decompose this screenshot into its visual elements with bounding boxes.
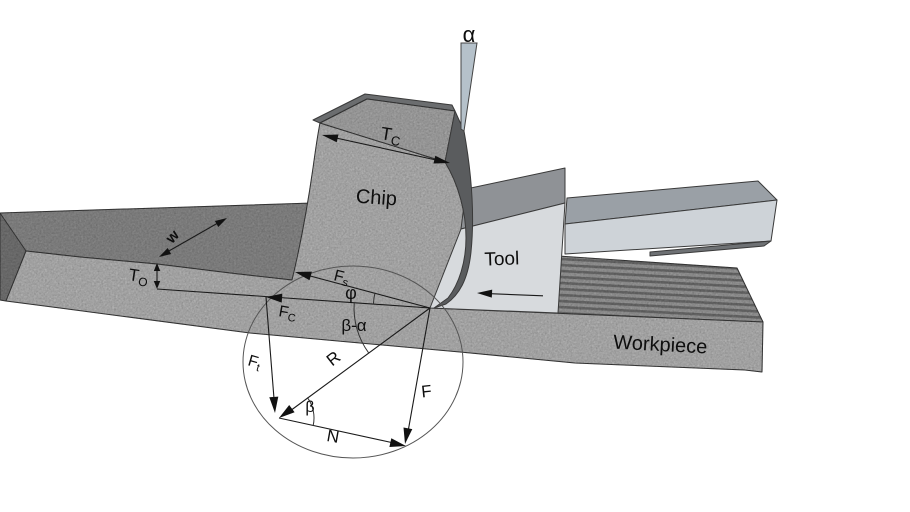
w-arrowhead-lower (159, 248, 172, 257)
n-arrowhead (389, 438, 406, 447)
r-vector-shaft (289, 307, 431, 412)
depth-reference-line (156, 288, 431, 309)
tool-rake-face (429, 202, 566, 314)
tc-arrowhead-left (322, 134, 339, 143)
tc-arrowhead-right (433, 155, 450, 164)
tool-motion-arrowhead (477, 289, 493, 298)
merchant-force-circle (242, 265, 464, 459)
rake-angle-wedge (460, 42, 478, 132)
to-arrowhead-up (153, 263, 161, 271)
r-force-label: R (323, 347, 344, 370)
r-arrowhead (279, 405, 295, 418)
beta-angle-arc (306, 397, 315, 426)
workpiece-label: Workpiece (613, 332, 708, 359)
f-vector-shaft (407, 307, 431, 430)
to-dimension-label: TO (127, 265, 150, 290)
chip-side-face (433, 110, 474, 309)
chip-label: Chip (355, 186, 398, 211)
phi-angle-arc (372, 293, 376, 305)
n-force-label: N (325, 426, 340, 447)
fc-force-label: FC (277, 303, 298, 325)
fs-vector-shaft (298, 272, 431, 309)
w-dimension-line (160, 219, 225, 256)
fs-arrowhead (295, 271, 312, 281)
to-arrowhead-down (153, 281, 161, 289)
phi-angle-label: φ (345, 283, 357, 303)
ft-force-label: Ft (245, 353, 263, 375)
tc-dimension-label: TC (379, 123, 403, 149)
ft-vector-shaft (265, 296, 276, 406)
fc-arrowhead (266, 293, 283, 303)
ft-arrowhead (269, 396, 279, 413)
tool-label: Tool (484, 248, 520, 270)
beta-minus-alpha-angle-arc (353, 302, 370, 354)
f-arrowhead (403, 427, 413, 444)
tc-dimension-line (323, 134, 449, 164)
f-force-label: F (420, 382, 432, 402)
beta-angle-label: β (305, 399, 314, 416)
beta-minus-alpha-angle-label: β-α (341, 316, 366, 335)
fs-force-label: Fs (332, 267, 352, 289)
w-arrowhead-upper (214, 218, 227, 227)
alpha-angle-label: α (463, 22, 476, 47)
shank-bottom-edge (649, 240, 772, 257)
n-vector-shaft (278, 417, 393, 444)
